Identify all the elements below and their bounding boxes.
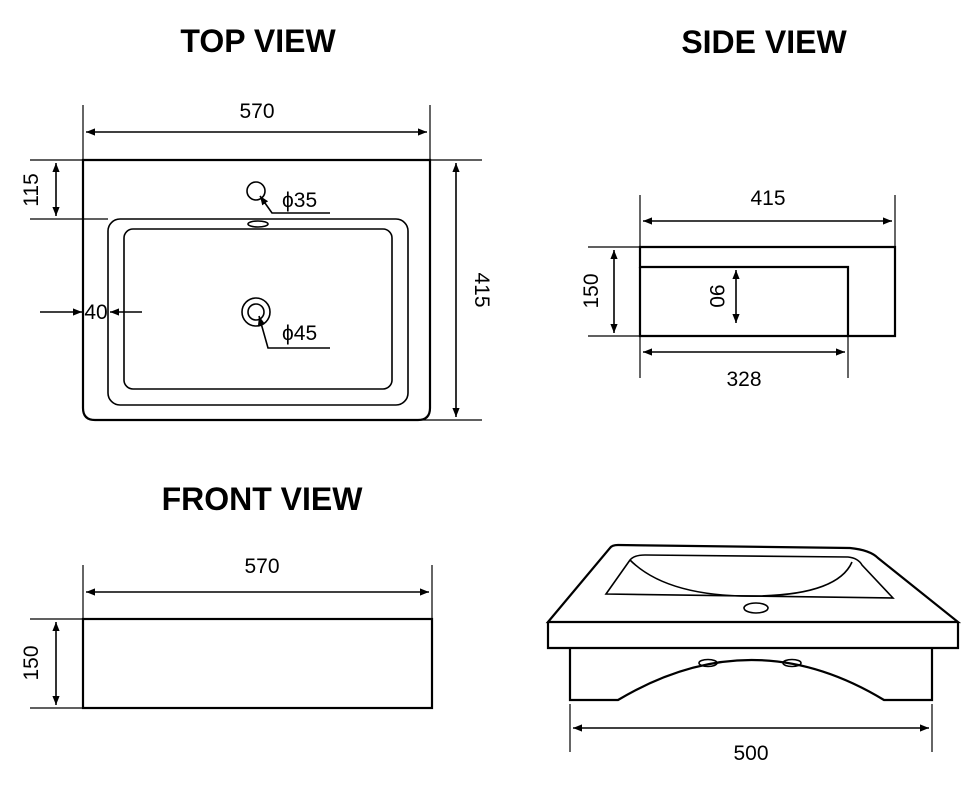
- side-height-label: 150: [580, 273, 603, 308]
- overflow-slot: [247, 220, 269, 228]
- top-view-title: TOP VIEW: [180, 23, 336, 59]
- perspective-base-width-label: 500: [733, 742, 768, 765]
- bowl-curve: [629, 559, 853, 597]
- tap-hole: [246, 181, 266, 201]
- basin-outline: [81, 158, 432, 422]
- top-tap-offset-label: 115: [20, 173, 43, 206]
- top-width-label: 570: [239, 100, 274, 123]
- side-profile-body: [638, 267, 848, 338]
- front-width-label: 570: [244, 555, 279, 578]
- side-inner-height-label: 90: [705, 284, 728, 307]
- side-bottom-depth-label: 328: [726, 368, 761, 391]
- drain-outer: [241, 297, 271, 327]
- top-rim-label: 40: [84, 301, 107, 324]
- basin-bowl: [123, 228, 393, 390]
- pedestal: [568, 648, 934, 702]
- front-view: FRONT VIEW 570 150: [20, 481, 434, 710]
- side-depth-label: 415: [750, 187, 785, 210]
- top-drain-label: ϕ45: [282, 322, 317, 345]
- leader-drain: [257, 315, 330, 349]
- top-view: TOP VIEW 570 415 115 40 ϕ35 ϕ: [20, 23, 493, 422]
- leader-tap-hole: [259, 195, 330, 214]
- mounting-hole-right: [782, 658, 802, 668]
- basin-rim: [107, 218, 409, 406]
- drain-inner: [247, 303, 265, 321]
- bowl-outline: [604, 554, 895, 599]
- front-height-label: 150: [20, 645, 43, 680]
- mounting-hole-left: [698, 658, 718, 668]
- tap-hole: [743, 602, 769, 614]
- front-view-title: FRONT VIEW: [162, 481, 364, 517]
- slab-front: [546, 622, 960, 650]
- top-depth-label: 415: [470, 272, 493, 307]
- top-tap-hole-label: ϕ35: [282, 189, 317, 212]
- slab-top: [545, 543, 962, 624]
- side-profile-top: [638, 245, 897, 338]
- side-view: SIDE VIEW 415 150 90 328: [580, 24, 897, 391]
- side-view-title: SIDE VIEW: [681, 24, 847, 60]
- front-profile: [81, 617, 434, 710]
- perspective-view: 500: [545, 543, 962, 765]
